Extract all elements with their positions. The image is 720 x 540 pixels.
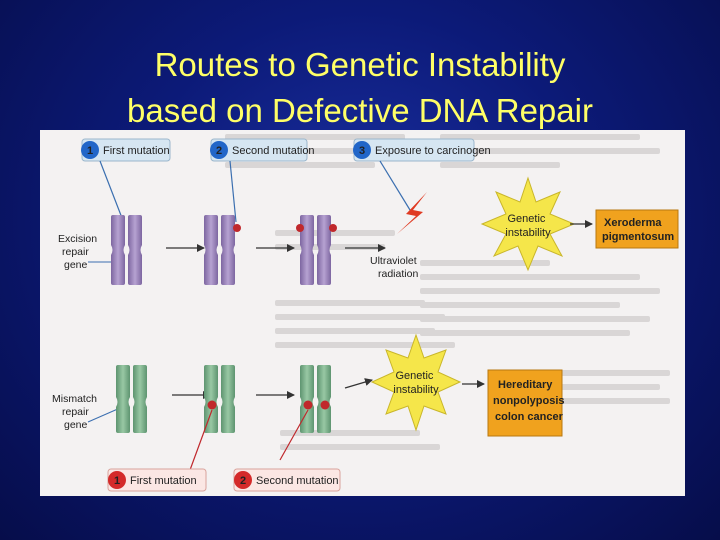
mutation-dot bbox=[304, 401, 313, 410]
bottom-step-2: 2 Second mutation bbox=[234, 469, 340, 491]
title-line-2: based on Defective DNA Repair bbox=[0, 88, 720, 134]
mutation-dot bbox=[233, 224, 241, 232]
mutation-dot bbox=[296, 224, 304, 232]
bottom-chromosome-pair-3 bbox=[300, 365, 331, 433]
top-step-3: 3 Exposure to carcinogen bbox=[353, 139, 491, 161]
top-chromosome-pair-2 bbox=[204, 215, 241, 285]
figure-panel: 1 First mutation 2 Second mutation 3 Exp… bbox=[40, 130, 685, 496]
mutation-dot bbox=[321, 401, 330, 410]
bottom-step-1: 1 First mutation bbox=[108, 469, 206, 491]
step-1-number: 1 bbox=[87, 145, 93, 157]
top-chromosome-pair-1 bbox=[111, 215, 142, 285]
bottom-chromosome-pair-2 bbox=[204, 365, 235, 433]
excision-gene-label: Excision repair gene bbox=[58, 233, 100, 271]
top-step-2: 2 Second mutation bbox=[210, 139, 315, 161]
step-1-label: First mutation bbox=[103, 145, 170, 157]
step-3-label: Exposure to carcinogen bbox=[375, 145, 491, 157]
bottom-arrow-3 bbox=[345, 380, 372, 388]
background-text-lines bbox=[225, 134, 670, 450]
bottom-genetic-instability-burst bbox=[372, 335, 460, 430]
lightning-icon bbox=[397, 192, 427, 234]
bottom-step-2-number: 2 bbox=[240, 475, 246, 487]
mismatch-gene-pointer bbox=[88, 408, 120, 422]
top-pointer-lines bbox=[100, 161, 410, 222]
mutation-dot bbox=[208, 401, 217, 410]
bottom-step-1-label: First mutation bbox=[130, 475, 197, 487]
title-line-1: Routes to Genetic Instability bbox=[0, 42, 720, 88]
top-step-1: 1 First mutation bbox=[81, 139, 170, 161]
slide-title: Routes to Genetic Instability based on D… bbox=[0, 42, 720, 134]
step-2-number: 2 bbox=[216, 145, 222, 157]
step-2-label: Second mutation bbox=[232, 145, 315, 157]
bottom-chromosome-pair-1 bbox=[116, 365, 147, 433]
mutation-dot bbox=[329, 224, 337, 232]
mismatch-gene-label: Mismatch repair gene bbox=[52, 393, 100, 431]
bottom-step-2-label: Second mutation bbox=[256, 475, 339, 487]
step-3-number: 3 bbox=[359, 145, 365, 157]
carcinogen-label: Ultraviolet radiation bbox=[370, 255, 420, 280]
repair-pathway-diagram: 1 First mutation 2 Second mutation 3 Exp… bbox=[40, 130, 685, 496]
bottom-step-1-number: 1 bbox=[114, 475, 120, 487]
